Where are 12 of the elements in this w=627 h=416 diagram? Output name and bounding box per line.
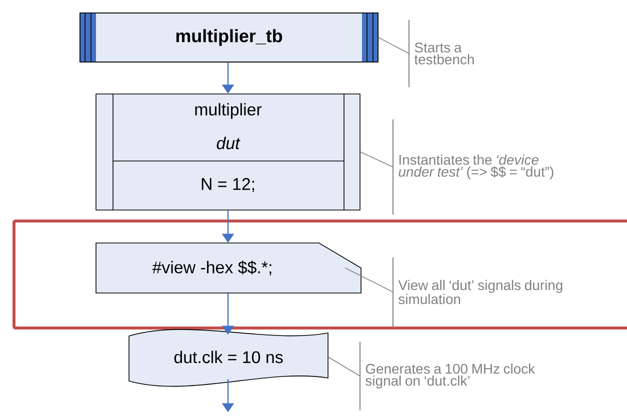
leader-line [328,356,360,376]
clock-box: dut.clk = 10 ns [128,329,328,387]
leader-line [344,268,394,292]
leader-line [360,152,394,168]
annotation: Generates a 100 MHz clock signal on ‘dut.clk’ [360,341,536,411]
annotation: View all ‘dut’ signals during simulation [392,256,562,328]
annotation: Instantiates the ‘device under test’ (=> $$ = “dut”) [392,118,554,216]
annotation: Starts a testbench [408,19,474,88]
instance-box: multiplier dut N = 12; [96,94,360,210]
leader-line [378,37,410,54]
testbench-box: multiplier_tb [80,12,378,62]
command-box: #view -hex $$.*; [96,242,362,294]
